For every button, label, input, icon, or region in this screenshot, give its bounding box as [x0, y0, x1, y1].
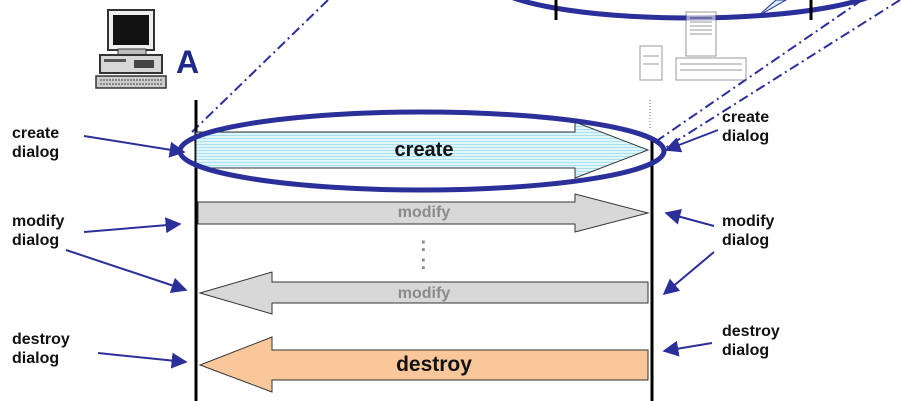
zoom-line-right-1	[661, 0, 901, 151]
zoom-line-left	[191, 0, 329, 133]
computer-icon	[95, 9, 167, 89]
pointer-modify-left-1	[83, 217, 182, 234]
right-note-modify: modify dialog	[722, 213, 775, 249]
pointer-modify-left-2	[65, 249, 188, 294]
left-note-create: create dialog	[12, 125, 60, 161]
ellipsis-1: :	[420, 234, 427, 256]
pointer-create-left	[83, 135, 186, 158]
zoom-line-right-2	[657, 0, 863, 141]
destroy-message-label: destroy	[396, 353, 472, 376]
ellipsis-2: :	[420, 252, 427, 274]
right-note-destroy: destroy dialog	[722, 323, 780, 359]
create-arrow	[195, 121, 650, 179]
pointer-modify-right-2	[662, 251, 715, 296]
modify-forward-label: modify	[397, 204, 451, 221]
endpoint-a-label: A	[176, 44, 200, 80]
left-note-modify: modify dialog	[12, 213, 65, 249]
modify-forward-arrow	[197, 193, 650, 233]
modify-back-label: modify	[397, 285, 451, 302]
pointer-destroy-right	[662, 340, 713, 357]
modify-back-arrow	[198, 271, 649, 315]
destroy-arrow	[198, 336, 649, 393]
pointer-destroy-left	[97, 352, 188, 369]
create-message-label: create	[394, 139, 454, 161]
right-note-create: create dialog	[722, 109, 770, 145]
left-note-destroy: destroy dialog	[12, 331, 70, 367]
pointer-create-right	[664, 129, 719, 153]
server-icon	[639, 11, 747, 128]
pointer-modify-right-1	[664, 209, 715, 227]
